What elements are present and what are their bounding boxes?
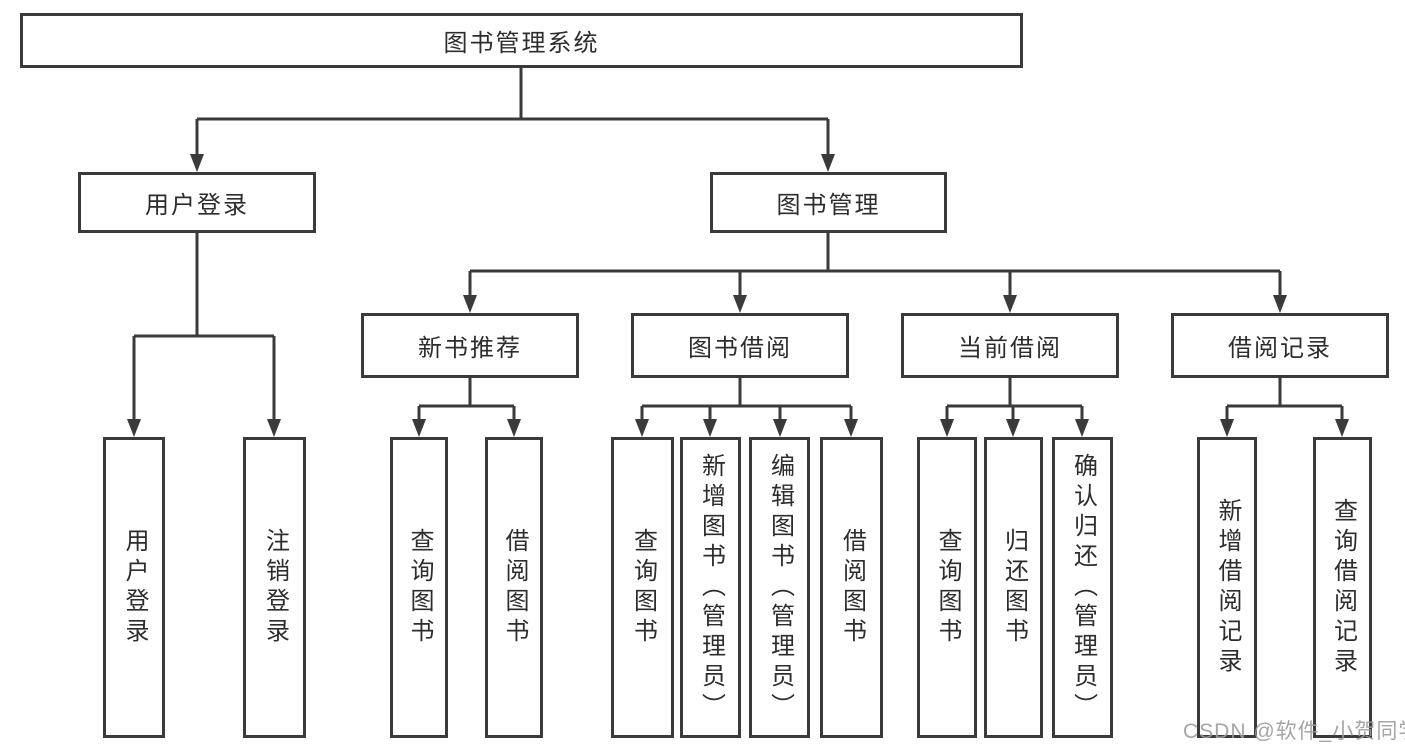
arrowhead-icon: [703, 419, 717, 437]
connector-book-borrow-to-leaves: [635, 378, 858, 437]
node-current-borrowing: 当前借阅: [901, 313, 1119, 378]
arrowhead-icon: [821, 154, 835, 172]
leaf-label: 归还图书: [1000, 527, 1028, 648]
arrowhead-icon: [507, 419, 521, 437]
arrowhead-icon: [1075, 419, 1089, 437]
arrowhead-icon: [1003, 295, 1017, 313]
leaf-newrec-query-books: 查询图书: [390, 437, 448, 738]
arrowhead-icon: [844, 419, 858, 437]
arrowhead-icon: [733, 295, 747, 313]
arrowhead-icon: [1220, 419, 1234, 437]
arrowhead-icon: [635, 419, 649, 437]
node-new-book-recommend: 新书推荐: [361, 313, 579, 378]
leaf-label: 查询图书: [629, 527, 657, 648]
leaf-borrow-add-books-admin: 新增图书（管理员）: [680, 437, 741, 738]
node-label: 新书推荐: [418, 335, 522, 362]
node-label: 图书管理系统: [443, 30, 600, 57]
leaf-current-query-books: 查询图书: [917, 437, 977, 738]
leaf-records-add-record: 新增借阅记录: [1197, 437, 1257, 738]
leaf-label: 查询借阅记录: [1329, 497, 1357, 678]
connector-current-borrow-to-leaves: [940, 378, 1089, 437]
leaf-borrow-borrow-books: 借阅图书: [820, 437, 883, 738]
connector-user-login-to-leaves: [127, 233, 281, 437]
connector-records-to-leaves: [1220, 378, 1349, 437]
connector-new-rec-to-leaves: [412, 378, 521, 437]
leaf-logout: 注销登录: [243, 437, 306, 738]
leaf-borrow-query-books: 查询图书: [611, 437, 674, 738]
arrowhead-icon: [190, 154, 204, 172]
leaf-records-query-record: 查询借阅记录: [1313, 437, 1372, 738]
node-label: 借阅记录: [1228, 335, 1332, 362]
leaf-current-confirm-return-admin: 确认归还（管理员）: [1052, 437, 1113, 738]
watermark: CSDN @软件_小贺同学: [1183, 720, 1405, 743]
leaf-borrow-edit-books-admin: 编辑图书（管理员）: [749, 437, 810, 738]
node-label: 图书借阅: [688, 335, 792, 362]
arrowhead-icon: [1335, 419, 1349, 437]
arrowhead-icon: [267, 419, 281, 437]
leaf-newrec-borrow-books: 借阅图书: [485, 437, 543, 738]
node-book-management-branch: 图书管理: [710, 172, 947, 233]
node-book-borrowing: 图书借阅: [631, 313, 849, 378]
arrowhead-icon: [1273, 295, 1287, 313]
arrowhead-icon: [127, 419, 141, 437]
leaf-label: 查询图书: [934, 527, 961, 648]
node-label: 当前借阅: [958, 335, 1062, 362]
arrowhead-icon: [412, 419, 426, 437]
node-label: 图书管理: [776, 192, 881, 219]
arrowhead-icon: [940, 419, 954, 437]
arrowhead-icon: [463, 295, 477, 313]
leaf-label: 新增借阅记录: [1214, 497, 1241, 678]
node-label: 用户登录: [145, 192, 249, 219]
node-user-login-branch: 用户登录: [78, 172, 316, 233]
node-borrowing-records: 借阅记录: [1171, 313, 1389, 378]
node-library-management-system: 图书管理系统: [20, 13, 1023, 68]
leaf-label: 用户登录: [121, 527, 148, 648]
leaf-label: 编辑图书（管理员）: [766, 452, 794, 723]
leaf-label: 借阅图书: [838, 527, 866, 648]
leaf-label: 查询图书: [406, 527, 433, 648]
arrowhead-icon: [773, 419, 787, 437]
leaf-current-return-books: 归还图书: [984, 437, 1043, 738]
leaf-label: 借阅图书: [501, 527, 528, 648]
leaf-label: 确认归还（管理员）: [1069, 452, 1097, 723]
connector-book-mgmt-to-level3: [463, 233, 1287, 313]
leaf-label: 新增图书（管理员）: [697, 452, 725, 723]
connector-root-to-level2: [190, 68, 835, 172]
leaf-label: 注销登录: [261, 527, 289, 648]
arrowhead-icon: [1006, 419, 1020, 437]
leaf-user-login: 用户登录: [103, 437, 165, 738]
